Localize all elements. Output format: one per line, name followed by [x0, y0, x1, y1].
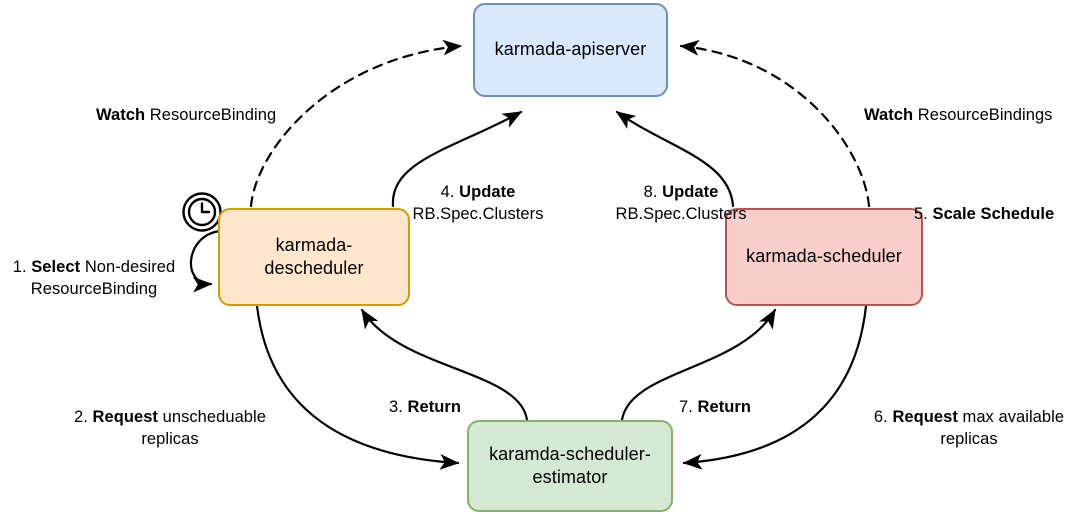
- edge-label-step-2: 2. Request unscheduable replicas: [45, 385, 295, 450]
- edge-label-step-1-rest: Non-desired ResourceBinding: [30, 257, 176, 298]
- edge-scheduler-request-estimator: [682, 304, 868, 470]
- edge-descheduler-self-loop: [189, 229, 223, 293]
- edge-label-step-8-bold: Update: [662, 182, 719, 201]
- node-karmada-scheduler[interactable]: karmada-scheduler: [725, 208, 923, 306]
- edge-label-step-3: 3. Return: [325, 375, 525, 419]
- edge-label-step-2-rest: unscheduable replicas: [141, 407, 266, 448]
- edge-scheduler-update-apiserver: [615, 110, 735, 208]
- edge-descheduler-update-apiserver: [391, 110, 523, 208]
- edge-label-step-8-num: 8.: [643, 182, 658, 201]
- edge-label-step-5: 5. Scale Schedule: [914, 182, 1072, 226]
- edge-label-step-1-num: 1.: [12, 257, 27, 276]
- node-karmada-scheduler-label: karmada-scheduler: [746, 246, 902, 267]
- edge-label-step-4-rest: RB.Spec.Clusters: [412, 204, 544, 223]
- edge-label-step-1: 1. Select Non-desired ResourceBinding: [0, 235, 188, 300]
- clock-icon: [182, 192, 222, 232]
- edge-label-watch-resourcebinding-left: Watch ResourceBinding: [96, 83, 326, 127]
- edge-label-step-2-bold: Request: [92, 407, 158, 426]
- edge-label-step-6-num: 6.: [873, 407, 888, 426]
- edge-estimator-return-descheduler: [360, 308, 529, 422]
- edge-label-step-5-num: 5.: [914, 204, 928, 223]
- edge-label-step-2-num: 2.: [74, 407, 88, 426]
- edge-label-step-7-num: 7.: [679, 397, 693, 416]
- edge-label-watch-left-rest: ResourceBinding: [145, 105, 277, 124]
- node-karmada-apiserver-label: karmada-apiserver: [494, 39, 647, 60]
- edge-scheduler-watch-apiserver: [679, 39, 871, 208]
- edge-label-step-3-num: 3.: [389, 397, 403, 416]
- edge-label-step-4: 4. Update RB.Spec.Clusters: [382, 160, 574, 225]
- edge-label-step-8-rest: RB.Spec.Clusters: [615, 204, 747, 223]
- node-karmada-descheduler-label: karmada-descheduler: [264, 234, 364, 278]
- edge-label-watch-left-bold: Watch: [96, 105, 146, 124]
- node-karmada-descheduler[interactable]: karmada-descheduler: [218, 208, 410, 306]
- edge-label-step-6-bold: Request: [892, 407, 958, 426]
- edge-label-step-7: 7. Return: [615, 375, 815, 419]
- edge-estimator-return-scheduler: [620, 308, 777, 422]
- node-karamda-scheduler-estimator[interactable]: karamda-scheduler- estimator: [467, 420, 673, 512]
- edge-label-step-4-num: 4.: [440, 182, 455, 201]
- edge-label-step-5-bold: Scale Schedule: [932, 204, 1055, 223]
- edge-label-step-3-bold: Return: [407, 397, 461, 416]
- edge-label-step-1-bold: Select: [31, 257, 81, 276]
- edge-label-watch-right-rest: ResourceBindings: [913, 105, 1053, 124]
- edge-label-step-6-rest: max available replicas: [940, 407, 1065, 448]
- edge-descheduler-watch-apiserver: [249, 39, 463, 208]
- edge-label-step-6: 6. Request max available replicas: [858, 385, 1072, 450]
- node-karamda-scheduler-estimator-label: karamda-scheduler- estimator: [489, 443, 651, 487]
- edge-label-step-4-bold: Update: [459, 182, 516, 201]
- edge-label-watch-resourcebindings-right: Watch ResourceBindings: [864, 83, 1072, 127]
- node-karmada-apiserver[interactable]: karmada-apiserver: [473, 3, 668, 97]
- edge-label-step-7-bold: Return: [697, 397, 751, 416]
- edge-descheduler-request-estimator: [255, 304, 460, 470]
- edge-label-watch-right-bold: Watch: [864, 105, 914, 124]
- edge-label-step-8: 8. Update RB.Spec.Clusters: [585, 160, 777, 225]
